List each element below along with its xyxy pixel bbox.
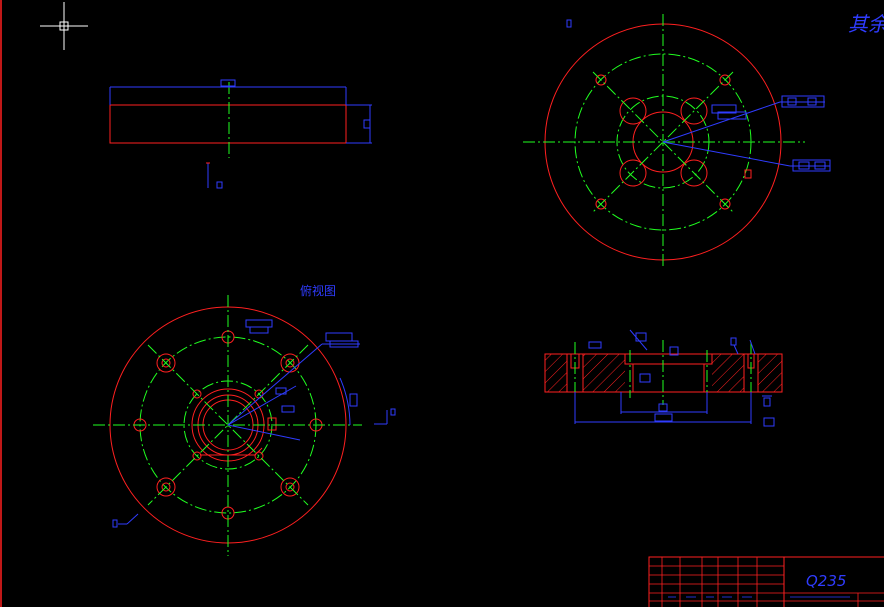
plan-view-leaders bbox=[112, 319, 396, 528]
front-view-dims bbox=[109, 79, 372, 189]
section-view-label: 俯视图 bbox=[300, 283, 336, 298]
plan-view-centerlines bbox=[93, 295, 362, 556]
top-view-holes bbox=[595, 74, 731, 210]
front-view bbox=[109, 79, 372, 189]
material-spec: Q235 bbox=[806, 572, 846, 590]
drawing-title-fragment: 其余 bbox=[848, 12, 884, 36]
section-view bbox=[544, 329, 783, 427]
plan-view bbox=[93, 295, 396, 556]
crosshair-cursor-icon[interactable] bbox=[40, 2, 88, 50]
title-block bbox=[648, 556, 884, 607]
top-view bbox=[523, 14, 831, 268]
top-view-leaders bbox=[566, 19, 831, 172]
section-view-dims bbox=[574, 329, 775, 427]
front-view-body bbox=[109, 104, 347, 144]
